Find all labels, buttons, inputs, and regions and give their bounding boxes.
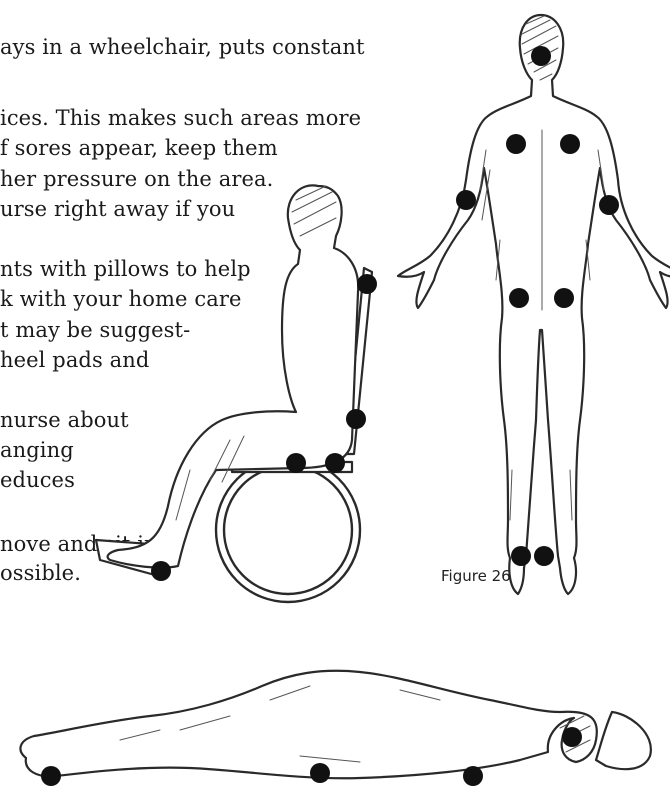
pressure-point-marker	[325, 453, 345, 473]
pressure-point-marker	[531, 46, 551, 66]
pressure-point-marker	[560, 134, 580, 154]
pressure-point-marker	[463, 766, 483, 786]
pressure-point-marker	[41, 766, 61, 786]
pressure-point-marker	[310, 763, 330, 783]
pressure-point-marker	[509, 288, 529, 308]
pressure-point-marker	[534, 546, 554, 566]
lying-figure-side-view	[20, 671, 650, 778]
pressure-point-marker	[554, 288, 574, 308]
pressure-point-marker	[562, 727, 582, 747]
pressure-point-marker	[151, 561, 171, 581]
pressure-point-marker	[346, 409, 366, 429]
figure-caption: Figure 26	[441, 567, 511, 585]
pressure-point-marker	[511, 546, 531, 566]
seated-figure-wheelchair	[96, 185, 372, 602]
pressure-point-marker	[357, 274, 377, 294]
pressure-point-marker	[456, 190, 476, 210]
pressure-point-marker	[599, 195, 619, 215]
pressure-point-marker	[506, 134, 526, 154]
pressure-point-marker	[286, 453, 306, 473]
standing-figure-back-view	[398, 15, 670, 594]
